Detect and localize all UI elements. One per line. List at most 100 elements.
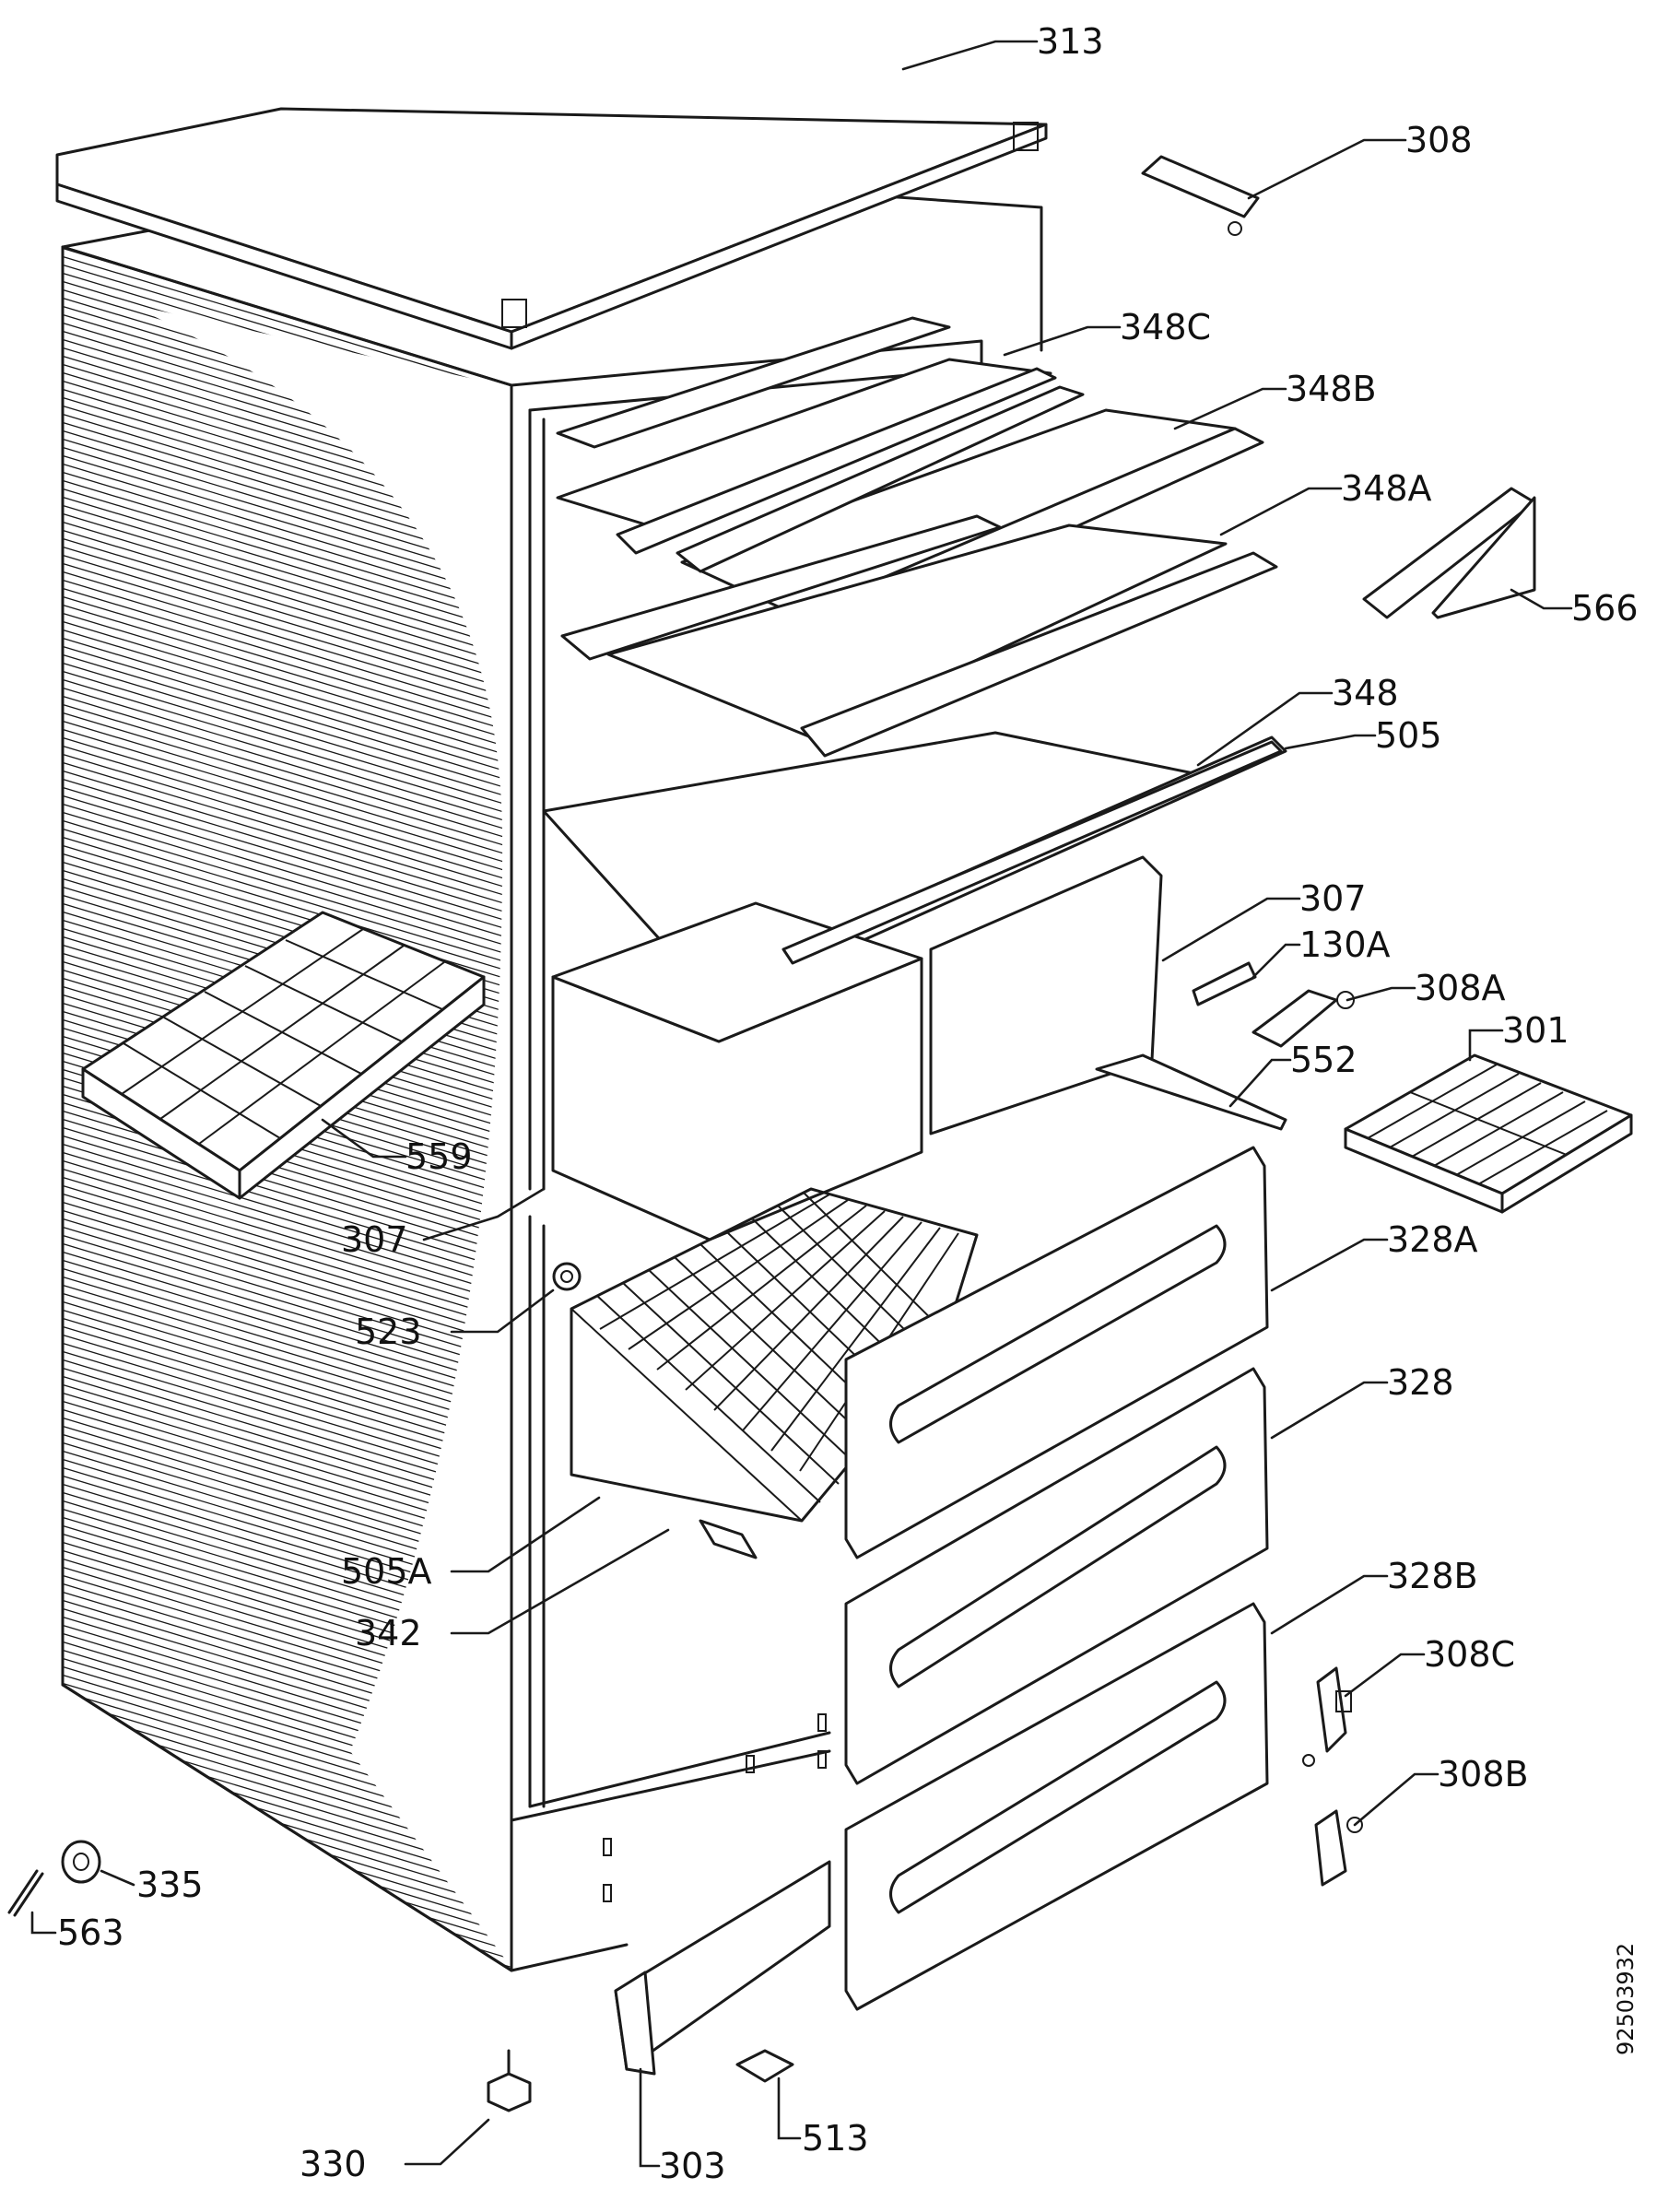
decorative-line	[63, 1340, 511, 1480]
decorative-line	[63, 1232, 511, 1372]
decorative-line	[63, 660, 511, 800]
decorative-line	[63, 1108, 511, 1248]
callout-505A: 505A	[341, 1551, 432, 1592]
roller-335	[61, 1840, 101, 1884]
decorative-line	[63, 1324, 511, 1464]
decorative-line	[63, 1332, 511, 1472]
callout-130A: 130A	[1299, 924, 1391, 965]
callout-301: 301	[1502, 1010, 1569, 1051]
spacer-130A	[1192, 961, 1257, 1006]
decorative-line	[63, 801, 511, 941]
decorative-line	[63, 1149, 511, 1289]
decorative-line	[63, 519, 511, 659]
rail-552	[1095, 1053, 1287, 1131]
callout-307-bottom: 307	[341, 1219, 408, 1260]
decorative-line	[63, 469, 511, 609]
decorative-line	[63, 1166, 511, 1306]
callout-335: 335	[136, 1865, 204, 1905]
decorative-line	[570, 1188, 812, 1310]
decorative-line	[63, 1174, 511, 1314]
decorative-line	[63, 735, 511, 875]
decorative-line	[742, 1221, 923, 1431]
top-cover-313	[55, 107, 1048, 350]
decorative-line	[121, 928, 364, 1095]
decorative-line	[63, 726, 511, 866]
decorative-line	[63, 1299, 511, 1439]
decorative-line	[63, 743, 511, 883]
adjustable-foot-330	[487, 2049, 532, 2112]
leader-lines	[30, 40, 1573, 2168]
decorative-line	[63, 535, 511, 676]
decorative-line	[63, 1962, 511, 1971]
hinge-308C	[1302, 1666, 1352, 1767]
decorative-line	[63, 1937, 511, 1971]
decorative-line	[63, 1241, 511, 1381]
callout-348: 348	[1332, 673, 1399, 713]
decorative-line	[1433, 1091, 1564, 1167]
decorative-line	[63, 610, 511, 750]
decorative-line	[63, 643, 511, 783]
decorative-line	[63, 1290, 511, 1430]
decorative-line	[570, 1308, 803, 1522]
egg-tray-566	[1362, 487, 1536, 619]
decorative-line	[63, 1124, 511, 1265]
bushing-523	[552, 1262, 582, 1291]
callout-513: 513	[802, 2118, 869, 2159]
decorative-line	[63, 1282, 511, 1422]
decorative-line	[1477, 1110, 1608, 1185]
decorative-line	[198, 961, 445, 1145]
decorative-line	[63, 569, 511, 709]
crisper-drawer-right	[929, 855, 1163, 1135]
decorative-line	[63, 1265, 511, 1406]
callout-328: 328	[1387, 1362, 1454, 1403]
decorative-line	[63, 1133, 511, 1273]
decorative-line	[63, 668, 511, 808]
hinge-308A	[1252, 989, 1355, 1048]
decorative-line	[599, 1194, 830, 1330]
decorative-line	[63, 502, 511, 642]
decorative-line	[63, 486, 511, 626]
decorative-line	[55, 1996, 516, 2135]
decorative-line	[63, 453, 511, 593]
decorative-line	[63, 677, 511, 817]
decorative-line	[55, 1988, 516, 2126]
decorative-line	[63, 594, 511, 734]
decorative-line	[713, 1216, 904, 1411]
decorative-line	[685, 1210, 886, 1391]
decorative-line	[622, 1282, 840, 1485]
callout-348A: 348A	[1341, 468, 1432, 509]
decorative-line	[63, 1141, 511, 1281]
decorative-line	[63, 1307, 511, 1447]
decorative-line	[63, 1158, 511, 1298]
decorative-line	[63, 1315, 511, 1455]
decorative-line	[770, 1227, 941, 1452]
decorative-line	[55, 1971, 516, 2110]
drawer-front-328A	[844, 1146, 1269, 1559]
shelf-348C	[556, 316, 1057, 555]
decorative-line	[63, 560, 511, 700]
decorative-line	[63, 1249, 511, 1389]
decorative-line	[63, 718, 511, 858]
decorative-line	[63, 552, 511, 692]
decorative-line	[63, 627, 511, 767]
callout-342: 342	[355, 1613, 422, 1653]
decorative-line	[63, 577, 511, 717]
decorative-line	[63, 818, 511, 958]
decorative-line	[63, 826, 511, 966]
decorative-line	[63, 1954, 511, 1971]
shelf-348A	[560, 514, 1278, 758]
callout-330: 330	[300, 2144, 367, 2184]
decorative-line	[628, 1199, 849, 1350]
decorative-line	[55, 2013, 516, 2151]
decorative-line	[63, 544, 511, 684]
decorative-line	[63, 652, 511, 792]
decorative-line	[55, 2005, 516, 2143]
callout-308: 308	[1405, 120, 1473, 160]
decorative-line	[123, 1042, 281, 1139]
decorative-line	[63, 1929, 511, 1971]
decorative-line	[63, 759, 511, 900]
decorative-line	[63, 693, 511, 833]
decorative-line	[63, 477, 511, 618]
decorative-line	[163, 1017, 322, 1107]
